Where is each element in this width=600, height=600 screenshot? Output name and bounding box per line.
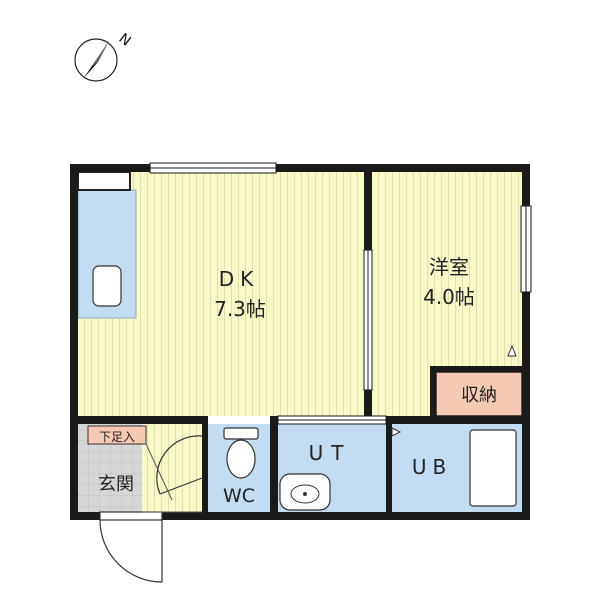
step-line bbox=[145, 443, 173, 501]
shoe-box bbox=[87, 425, 147, 445]
ut-marker-icon bbox=[391, 427, 402, 437]
western-room-size: 4.0帖 bbox=[423, 285, 475, 309]
compass-label: N bbox=[116, 31, 134, 50]
western-room-name: 洋室 bbox=[429, 255, 469, 279]
ub-label: UB bbox=[412, 455, 452, 479]
toilet-tank-icon bbox=[223, 427, 259, 440]
entrance-door-icon bbox=[99, 511, 163, 583]
hallway-floor bbox=[142, 424, 202, 512]
dk-room-size: 7.3帖 bbox=[214, 297, 266, 321]
walls bbox=[70, 164, 530, 520]
bathtub-icon bbox=[469, 429, 517, 507]
entrance-label: 玄関 bbox=[98, 474, 134, 495]
ut-label: UT bbox=[309, 441, 352, 465]
toilet-bowl-icon bbox=[226, 439, 256, 479]
kitchen-sink-icon bbox=[92, 265, 122, 307]
north-compass-icon: N bbox=[74, 31, 134, 82]
shoe-box-label: 下足入 bbox=[99, 430, 135, 444]
wc-door-icon bbox=[156, 435, 203, 495]
storage-marker-icon bbox=[507, 344, 517, 357]
wc-label: WC bbox=[223, 485, 255, 507]
window-openings bbox=[149, 162, 532, 425]
dk-room-name: DK bbox=[219, 267, 260, 291]
storage-label: 収納 bbox=[461, 385, 497, 406]
refrigerator-space bbox=[77, 171, 131, 191]
